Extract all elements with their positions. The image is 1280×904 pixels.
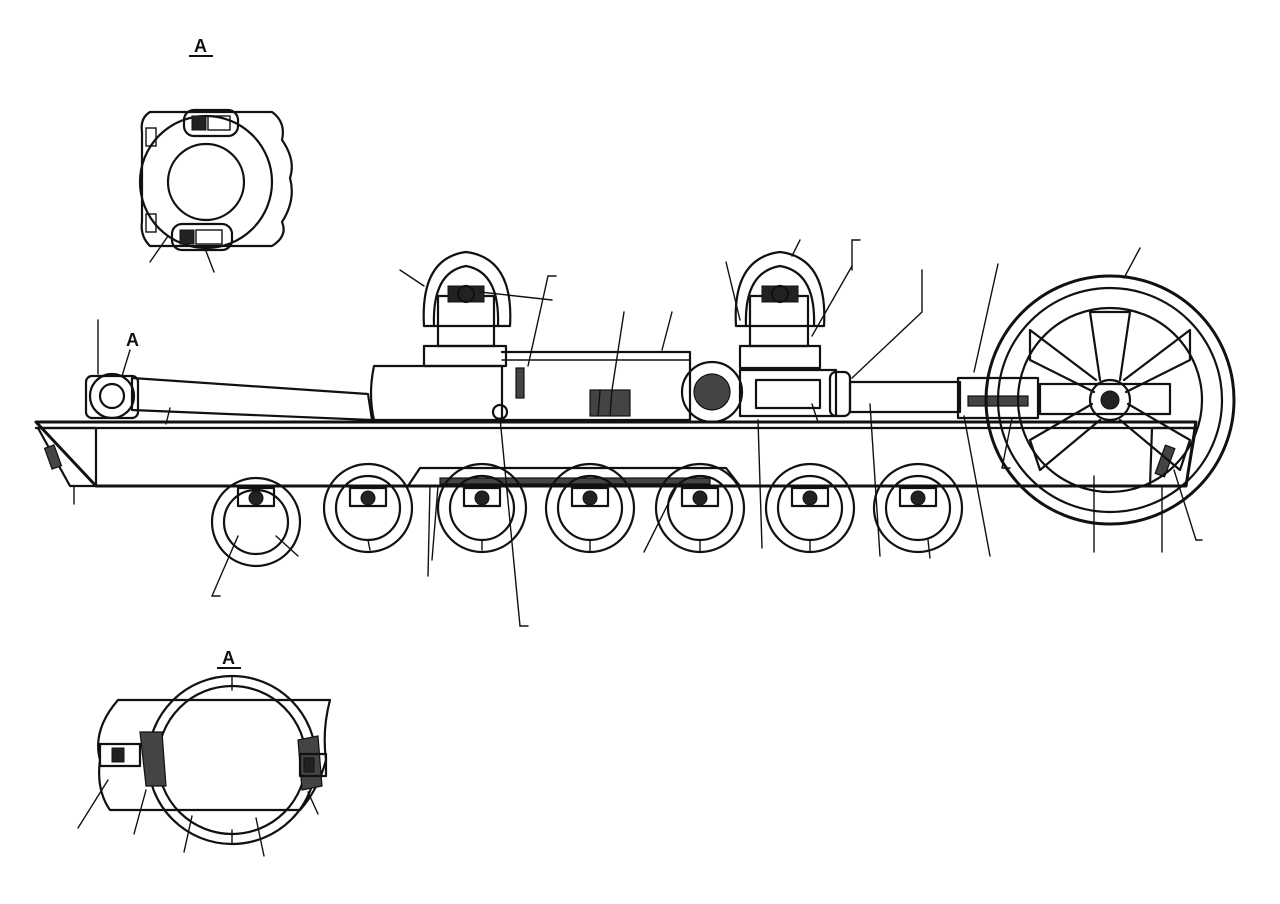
track-roller-7 [872, 462, 964, 554]
bolt-right-bottom [298, 752, 328, 778]
bolt-left-bottom [98, 742, 142, 768]
ring-inner-bottom [156, 684, 308, 836]
track-roller-3 [436, 462, 528, 554]
track-frame-main-view: A [34, 239, 1236, 627]
carrier-roller-2 [725, 239, 853, 370]
carrier-roller-1 [399, 250, 553, 348]
track-roller-2 [322, 462, 414, 554]
callout-a-main: A [126, 330, 139, 350]
housing-outline-top [140, 110, 293, 248]
bolt-lower-top [170, 222, 234, 252]
section-view-a-bottom: A [77, 648, 332, 857]
bolt-upper-top [182, 108, 240, 138]
track-roller-6 [764, 462, 856, 554]
front-idler-wheel [984, 247, 1236, 526]
section-view-a-top: A [138, 36, 293, 273]
center-housing [369, 364, 504, 422]
frame-beam [34, 420, 1198, 488]
pivot-shaft [130, 376, 374, 422]
ring-outer-bottom [146, 674, 318, 846]
track-roller-5 [654, 462, 746, 554]
leader-lines [211, 239, 1203, 627]
section-label-top: A [194, 36, 207, 56]
track-roller-1 [210, 476, 302, 568]
housing-outline-bottom [97, 698, 332, 812]
section-label-bottom: A [222, 648, 235, 668]
track-rollers [210, 462, 964, 568]
ring-bore-top [166, 142, 246, 222]
track-roller-4 [544, 462, 636, 554]
pivot-bearing [88, 372, 136, 420]
